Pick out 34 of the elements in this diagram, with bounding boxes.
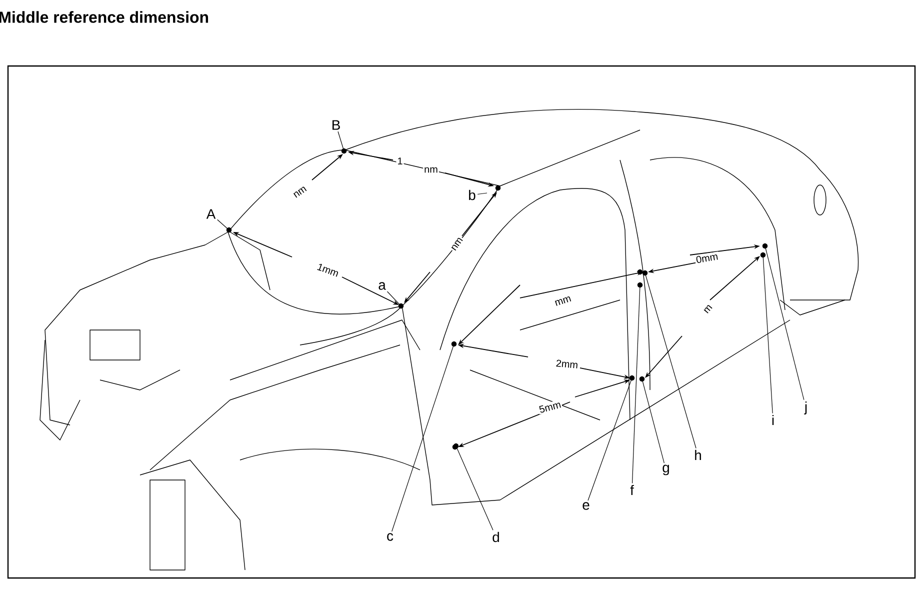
- point-letter: i: [770, 413, 776, 427]
- dimension-text: 2mm: [554, 358, 580, 370]
- point-letter: a: [376, 280, 388, 292]
- point-letter: j: [802, 400, 810, 416]
- point-letter: d: [490, 530, 502, 544]
- leader-line: [386, 291, 402, 306]
- leader-line: [632, 284, 640, 484]
- point-letter: B: [330, 118, 342, 132]
- point-letter: h: [692, 448, 704, 462]
- dimension-text: nm: [291, 184, 309, 200]
- point-letter: c: [385, 532, 395, 542]
- leader-line: [762, 254, 773, 414]
- leader-line: [588, 378, 632, 501]
- dimension-text: mm: [553, 294, 573, 308]
- leader-line: [477, 192, 488, 195]
- leader-line: [338, 131, 344, 152]
- dimension-text: 1: [396, 156, 404, 166]
- dimension-text: nm: [423, 166, 439, 174]
- leader-line: [764, 246, 804, 400]
- leader-line: [456, 446, 494, 530]
- dimension-text: m: [702, 302, 714, 316]
- leader-line: [217, 219, 230, 230]
- dimension-text: 5mm: [537, 400, 563, 414]
- point-letter: A: [204, 208, 218, 220]
- dimension-text: 1mm: [315, 262, 341, 278]
- leader-line: [644, 272, 696, 449]
- point-letter: f: [628, 483, 636, 497]
- point-letter: g: [660, 463, 672, 477]
- point-letter: b: [466, 188, 478, 202]
- dimension-text: 0mm: [694, 251, 720, 265]
- leader-line: [392, 344, 454, 532]
- leader-line: [642, 378, 664, 464]
- dimension-text: nm: [449, 235, 465, 253]
- point-letter: e: [580, 500, 592, 512]
